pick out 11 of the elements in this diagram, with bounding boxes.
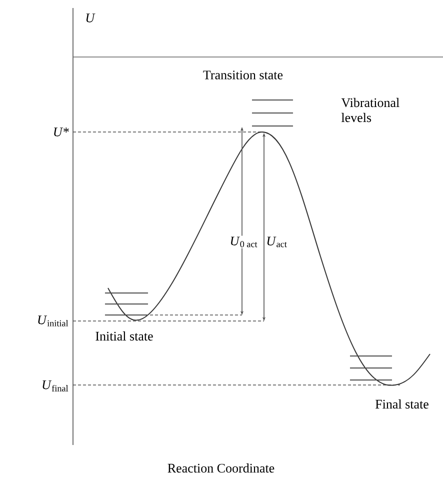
state-label: Initial state: [96, 331, 153, 341]
axis-label: U: [86, 14, 96, 22]
energy-level-label: U$_{initial}$: [38, 316, 68, 326]
activation-energy-label: U$_{act}$: [265, 236, 288, 248]
energy-level-label: U$_{final}$: [42, 380, 68, 392]
state-label: Transition state: [203, 70, 283, 80]
annotation-label: Vibrational levels: [341, 98, 400, 122]
energy-level-label: U*: [54, 128, 69, 136]
state-label: Final state: [375, 399, 428, 409]
axis-label: Reaction Coordinate: [168, 463, 274, 473]
activation-energy-label: U$_{0 act}$: [228, 236, 259, 248]
